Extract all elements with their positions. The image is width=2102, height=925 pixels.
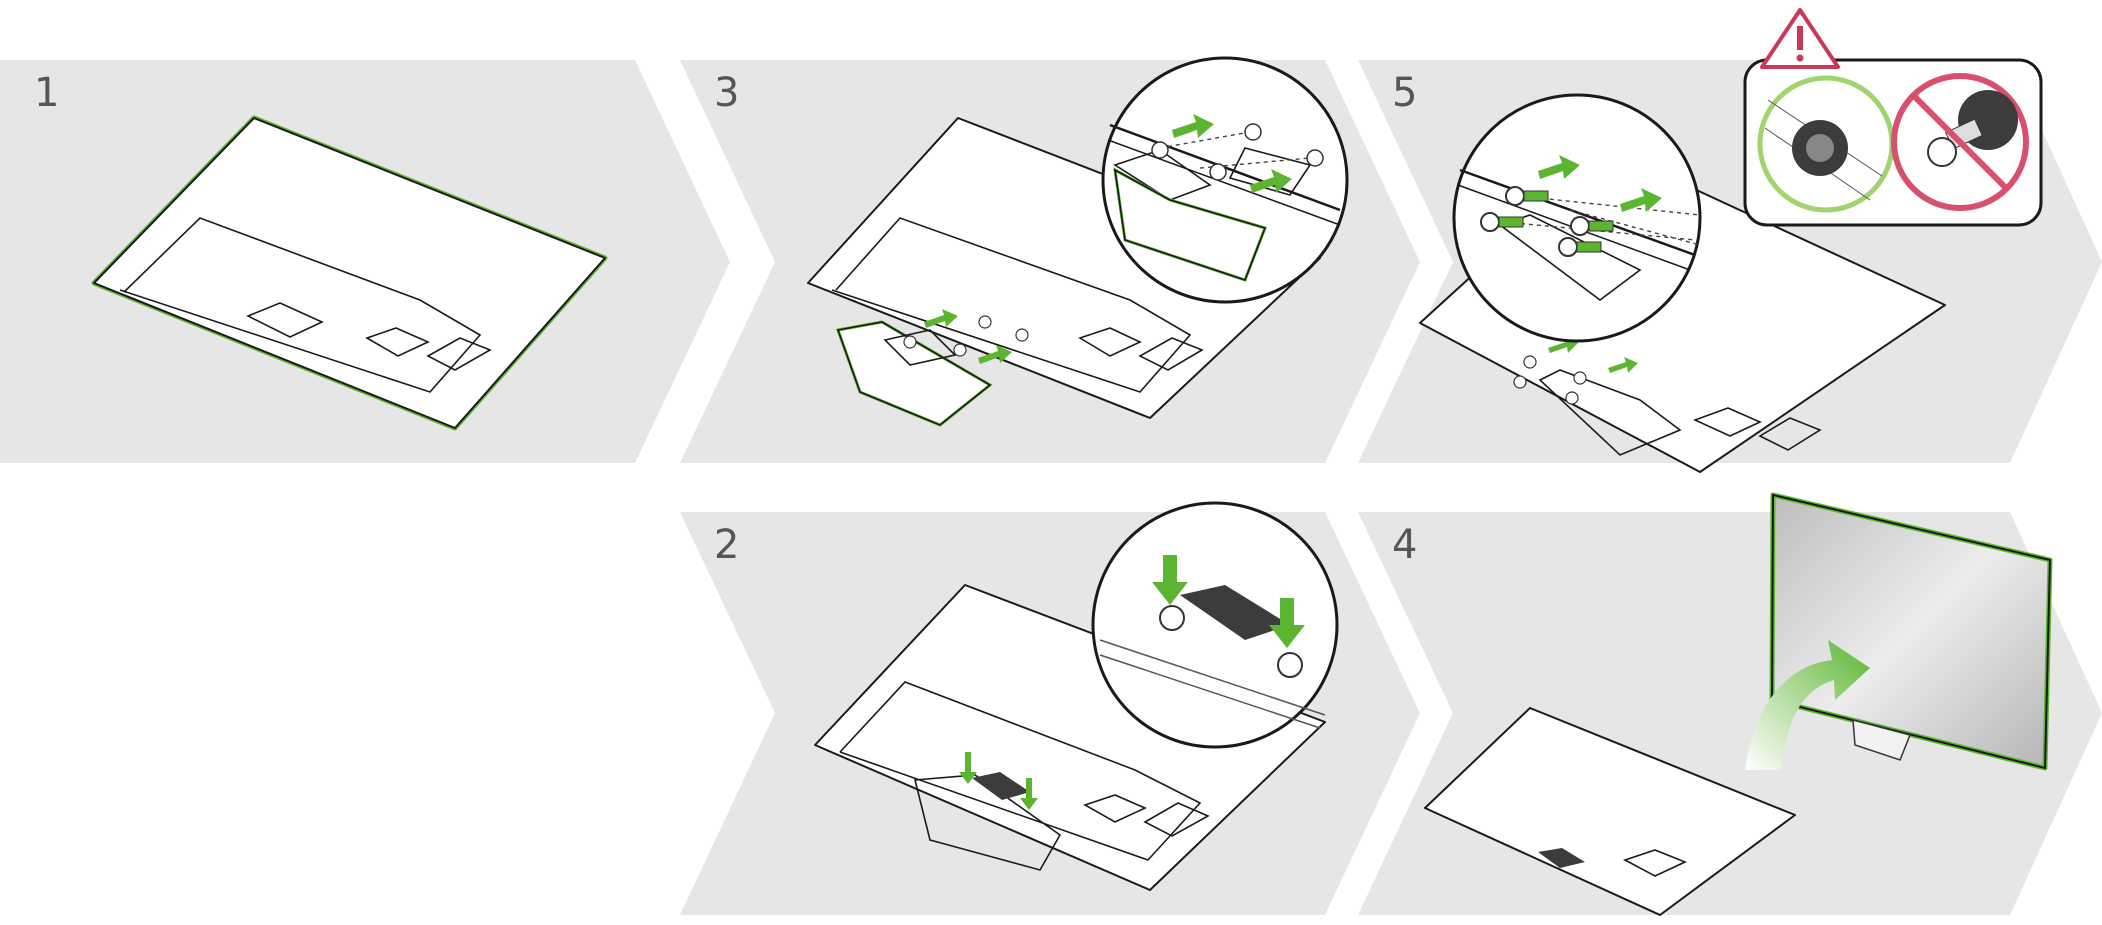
caution-box: [1745, 10, 2041, 225]
step-number-5: 4: [1392, 522, 1417, 568]
step-number-3: 5: [1392, 70, 1417, 116]
step-5-panel: 4: [1358, 495, 2102, 915]
step-number-2: 3: [714, 70, 739, 116]
zoom-detail-screws: [1454, 95, 1700, 341]
step-number-1: 1: [34, 70, 59, 116]
zoom-detail-clip: [1093, 503, 1337, 747]
warning-triangle-icon: [1762, 10, 1838, 67]
step-4-panel: 2: [680, 503, 1420, 915]
step-2-panel: 3: [680, 58, 1420, 463]
correct-screw-icon: [1760, 78, 1892, 210]
prohibited-screw-icon: [1894, 76, 2026, 208]
step-number-4: 2: [714, 522, 739, 568]
zoom-detail-stand-slide: [1103, 58, 1347, 302]
step-3-panel: 5: [1358, 10, 2102, 472]
step-1-panel: 1: [0, 60, 730, 463]
